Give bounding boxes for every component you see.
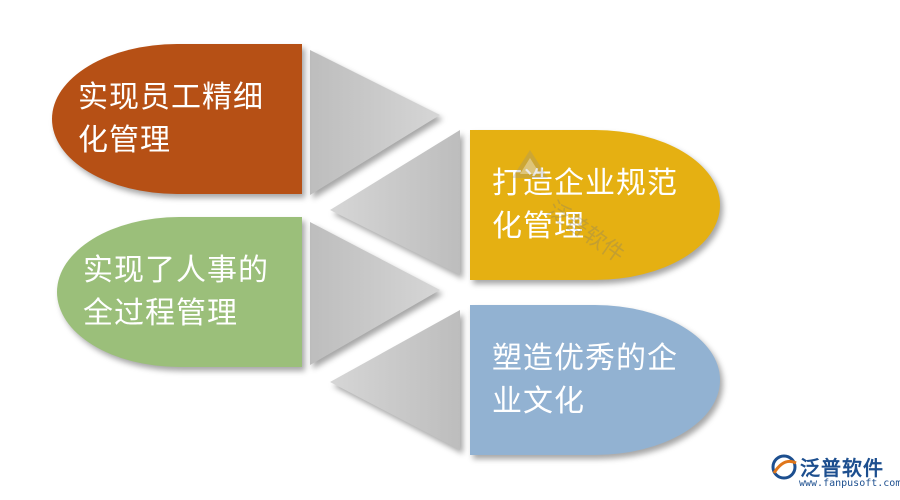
block-label: 打造企业规范化管理 bbox=[492, 165, 678, 245]
brand-name: 泛普软件 bbox=[800, 456, 884, 480]
brand-url[interactable]: www.fanpusoft.com bbox=[799, 478, 900, 489]
block-label: 实现了人事的全过程管理 bbox=[83, 252, 269, 332]
pyramid-logo-icon bbox=[512, 150, 548, 178]
block-hr-process-management: 实现了人事的全过程管理 bbox=[57, 217, 302, 367]
block-label: 塑造优秀的企业文化 bbox=[492, 340, 678, 420]
arrow-right-2 bbox=[310, 222, 440, 365]
block-standardized-management: 打造企业规范化管理 bbox=[470, 130, 720, 280]
arrow-left-2 bbox=[330, 310, 460, 450]
block-corporate-culture: 塑造优秀的企业文化 bbox=[470, 305, 720, 455]
block-label: 实现员工精细化管理 bbox=[78, 79, 264, 159]
block-employee-management: 实现员工精细化管理 bbox=[52, 44, 302, 194]
arrow-right-1 bbox=[310, 50, 440, 195]
fanpu-logo-icon bbox=[771, 454, 797, 480]
arrow-left-1 bbox=[330, 130, 460, 275]
